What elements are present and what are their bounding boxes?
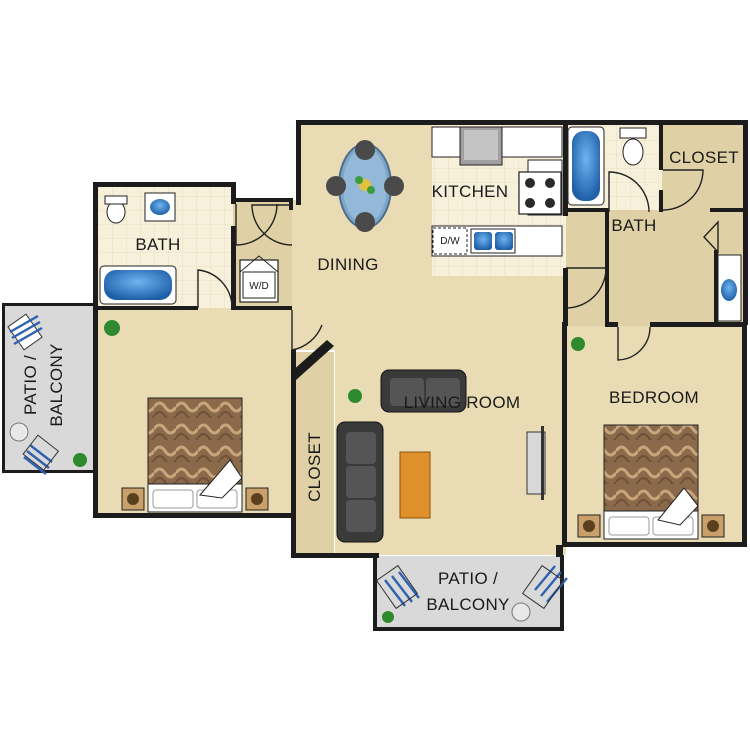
tv-stand-icon [526,431,546,495]
lounge-chair-icon [22,434,60,475]
doors [197,169,719,361]
dishwasher-icon [432,227,468,255]
side-table-icon [9,422,29,442]
stove-icon [518,171,562,215]
bath-right-fixtures [567,126,742,322]
lounge-chair-icon [7,313,43,351]
patio-bottom-label-line1: PATIO / [438,569,498,588]
patio-bottom-label-line2: BALCONY [426,595,509,614]
patio-furniture [7,313,568,623]
room-labels: PATIO / BALCONY BATH DINING KITCHEN CLOS… [21,148,739,614]
living-room-furniture [336,369,546,543]
walls [2,120,748,631]
bedroom-label: BEDROOM [609,388,699,407]
patio-bottom-floor [376,556,561,628]
plant-icon [348,389,362,403]
plant-icon [571,337,585,351]
toilet-right-icon [622,138,644,166]
plant-icon [382,611,394,623]
coffee-table-icon [399,451,431,519]
living-room-label: LIVING ROOM [404,393,521,412]
washer-dryer-label: W/D [249,281,268,292]
closet-top-right-floor [662,124,744,210]
lounge-chair-icon [521,564,568,610]
patio-left-label-line1: PATIO / [21,355,40,415]
bath-left-fixtures [99,192,177,305]
kitchen-label: KITCHEN [432,182,509,201]
bath-left-label: BATH [135,235,180,254]
closet-top-right-label: CLOSET [669,148,739,167]
dining-label: DINING [317,255,378,274]
dining-table [326,140,404,232]
dishwasher-label: D/W [440,236,460,247]
washer-dryer: W/D [239,255,279,303]
bedroom-right-furniture [577,424,725,540]
plant-icon [73,453,87,467]
lounge-chair-icon [375,564,420,610]
bath-right-label: BATH [611,216,656,235]
patio-left-label-line2: BALCONY [47,343,66,426]
indoor-plants [104,320,585,403]
bedroom-left-furniture [121,397,269,513]
side-table-icon [511,602,531,622]
plant-icon [104,320,120,336]
closet-center-label: CLOSET [305,432,324,502]
kitchen-fixtures: D/W [431,126,563,257]
closet-center-floor [296,352,334,555]
